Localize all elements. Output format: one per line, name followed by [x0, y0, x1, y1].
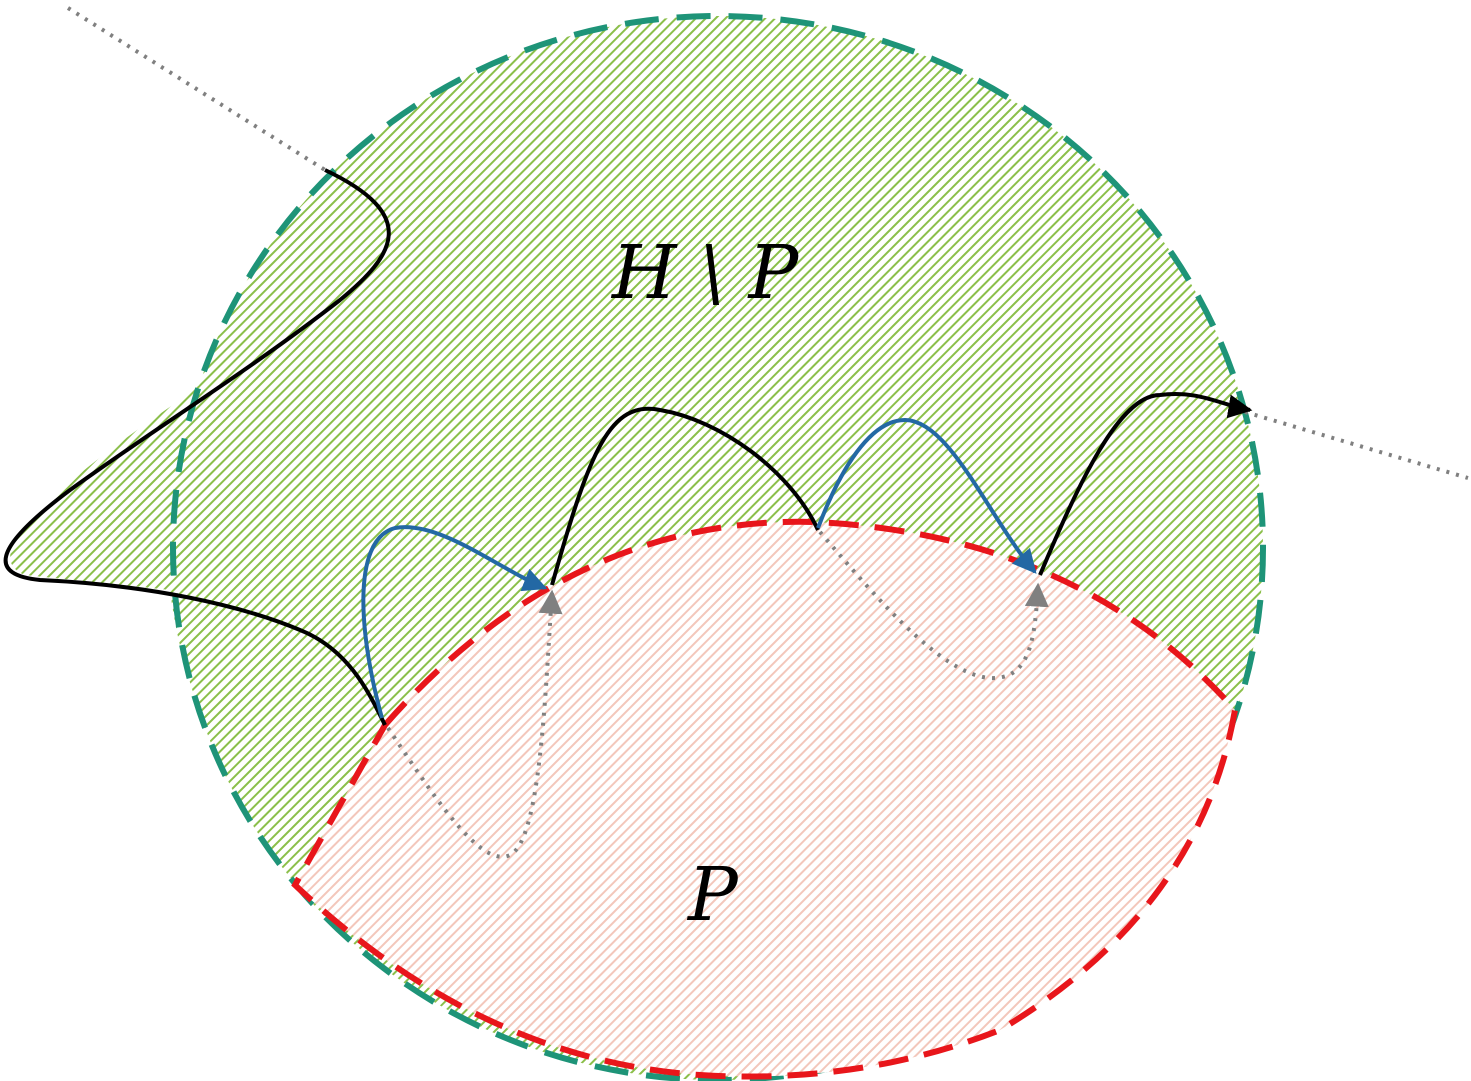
outer-region-border: [170, 13, 1266, 1081]
trajectory-segment-3: [1038, 392, 1253, 576]
outer-region-label: H \ P: [610, 230, 800, 316]
incoming-dotted-line: [66, 6, 327, 172]
inner-region-shape: [291, 518, 1239, 1080]
trajectory-segment-2: [550, 406, 820, 586]
shortcut-arrow-2: [816, 417, 1037, 574]
inner-region-label: P: [686, 852, 739, 938]
outgoing-dotted-line: [1244, 410, 1469, 480]
shortcut-arrow-1: [361, 525, 548, 719]
trajectory-segment-1: [3, 168, 391, 726]
